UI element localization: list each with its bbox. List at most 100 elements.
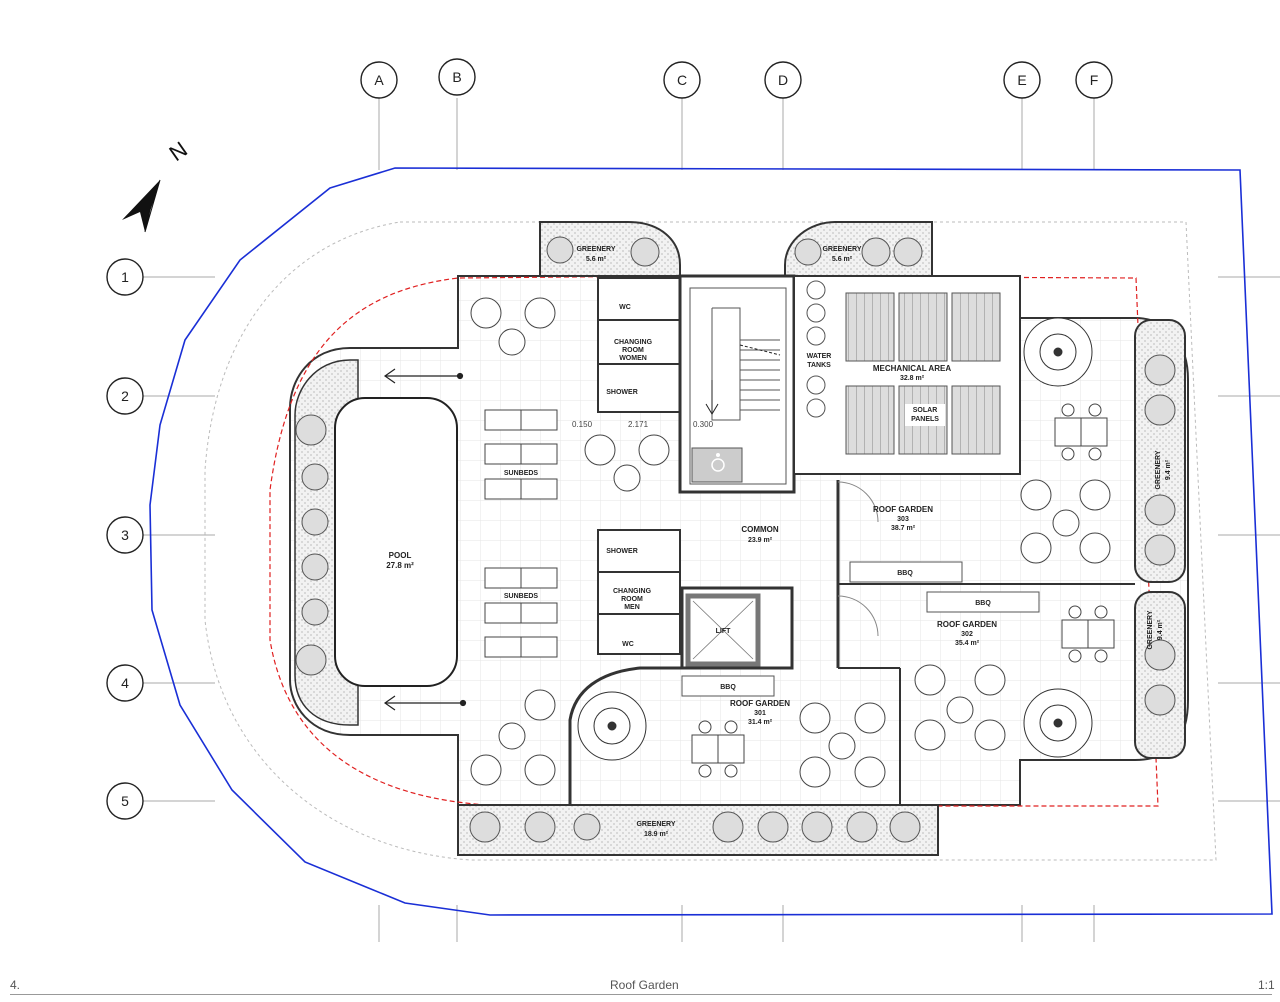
svg-text:3: 3 <box>121 527 129 543</box>
lounge-set-bottom-left <box>470 689 556 786</box>
grid-bubble-5: 5 <box>106 782 144 820</box>
svg-text:WC: WC <box>619 304 631 311</box>
lounge-set-top-left <box>470 297 556 356</box>
parasol-icon-303 <box>1023 317 1093 387</box>
grid-bubble-2: 2 <box>106 377 144 415</box>
svg-text:MEN: MEN <box>624 604 640 611</box>
dining-table-301 <box>691 720 745 778</box>
grid-bubble-1: 1 <box>106 258 144 296</box>
lounge-set-301 <box>799 702 886 788</box>
svg-text:CHANGING: CHANGING <box>613 588 652 595</box>
parasol-icon-302 <box>1023 688 1093 758</box>
common-area: COMMON 23.9 m² <box>741 480 879 668</box>
lounge-set-mid-left <box>584 434 670 492</box>
sunbeds-top: SUNBEDS <box>484 409 558 500</box>
svg-text:31.4 m²: 31.4 m² <box>748 719 773 726</box>
svg-text:POOL: POOL <box>389 551 412 560</box>
svg-text:SUNBEDS: SUNBEDS <box>504 470 539 477</box>
svg-text:4: 4 <box>121 675 129 691</box>
footer-rule <box>10 994 1272 995</box>
greenery-planter-top-left: GREENERY 5.6 m² <box>539 221 681 277</box>
svg-text:5.6 m²: 5.6 m² <box>586 256 607 263</box>
grid-bubble-f: F <box>1075 61 1113 99</box>
sunbeds-bottom: SUNBEDS <box>484 567 558 658</box>
setback-line-grey <box>204 221 1217 861</box>
svg-text:9.4 m²: 9.4 m² <box>1165 459 1172 480</box>
lounge-set-303 <box>1020 479 1111 564</box>
svg-text:A: A <box>374 72 384 88</box>
dimension-labels: 0.150 2.171 0.300 <box>572 420 714 429</box>
dining-table-302 <box>1061 605 1115 663</box>
svg-text:COMMON: COMMON <box>741 525 779 534</box>
svg-text:WATER: WATER <box>807 353 832 360</box>
grid-bubble-c: C <box>663 61 701 99</box>
roof-garden-303-label: ROOF GARDEN 303 38.7 m² <box>873 505 933 532</box>
svg-text:ROOM: ROOM <box>621 596 643 603</box>
arrow-icon-top <box>383 368 464 384</box>
svg-text:5: 5 <box>121 793 129 809</box>
stair-core <box>678 274 796 494</box>
svg-text:D: D <box>778 72 788 88</box>
svg-text:E: E <box>1017 72 1026 88</box>
footer-scale: 1:1 <box>1258 978 1275 992</box>
svg-text:301: 301 <box>754 710 766 717</box>
svg-text:303: 303 <box>897 516 909 523</box>
svg-text:C: C <box>677 72 687 88</box>
svg-text:32.8 m²: 32.8 m² <box>900 375 925 382</box>
svg-text:0.150: 0.150 <box>572 420 593 429</box>
greenery-planter-right-upper: GREENERY 9.4 m² <box>1134 319 1186 583</box>
planter-wall-301 <box>568 666 682 805</box>
arrow-icon-bottom <box>383 695 467 711</box>
svg-text:GREENERY: GREENERY <box>1155 450 1162 489</box>
svg-text:SHOWER: SHOWER <box>606 548 638 555</box>
svg-text:5.6 m²: 5.6 m² <box>832 256 853 263</box>
svg-text:ROOM: ROOM <box>622 347 644 354</box>
roof-garden-302-label: ROOF GARDEN 302 35.4 m² <box>937 620 997 647</box>
svg-text:CHANGING: CHANGING <box>614 339 653 346</box>
roof-garden-301-label: ROOF GARDEN 301 31.4 m² <box>730 699 790 726</box>
grid-bubble-4: 4 <box>106 664 144 702</box>
svg-text:GREENERY: GREENERY <box>636 821 675 828</box>
north-arrow-icon: N <box>122 137 192 233</box>
svg-text:ROOF GARDEN: ROOF GARDEN <box>937 620 997 629</box>
grid-bubble-a: A <box>360 61 398 99</box>
dining-table-303 <box>1054 403 1108 461</box>
svg-text:ROOF GARDEN: ROOF GARDEN <box>873 505 933 514</box>
svg-text:0.300: 0.300 <box>693 420 714 429</box>
mechanical-area: WATER TANKS MECHANICAL AREA 32.8 m² SOLA… <box>793 275 1021 475</box>
svg-text:2.171: 2.171 <box>628 420 649 429</box>
site-boundary <box>149 167 1273 916</box>
svg-text:GREENERY: GREENERY <box>1147 610 1154 649</box>
svg-text:BBQ: BBQ <box>897 570 913 577</box>
svg-text:27.8 m²: 27.8 m² <box>386 561 414 570</box>
bbq-counter-302: BBQ <box>926 591 1040 613</box>
svg-text:SHOWER: SHOWER <box>606 389 638 396</box>
svg-text:LIFT: LIFT <box>716 628 731 635</box>
bbq-counter-303: BBQ <box>849 561 963 583</box>
svg-text:38.7 m²: 38.7 m² <box>891 525 916 532</box>
garden-walls <box>838 318 1135 805</box>
svg-text:302: 302 <box>961 631 973 638</box>
setback-line-red <box>269 275 1159 807</box>
svg-text:F: F <box>1090 72 1099 88</box>
svg-text:N: N <box>165 137 192 167</box>
svg-text:SOLAR: SOLAR <box>913 407 938 414</box>
pool: POOL 27.8 m² <box>334 397 458 687</box>
service-rooms-top: WC CHANGING ROOM WOMEN SHOWER <box>597 277 681 413</box>
greenery-planter-bottom: GREENERY 18.9 m² <box>457 804 939 856</box>
svg-text:PANELS: PANELS <box>911 416 939 423</box>
svg-text:WC: WC <box>622 641 634 648</box>
grid-bubble-b: B <box>438 58 476 96</box>
lift-core: LIFT <box>680 586 794 670</box>
bbq-counter-301: BBQ <box>681 675 775 697</box>
greenery-planter-top-right: GREENERY 5.6 m² <box>784 221 933 277</box>
svg-text:SUNBEDS: SUNBEDS <box>504 593 539 600</box>
grid-lines <box>143 98 1280 942</box>
parasol-icon-301 <box>577 691 647 761</box>
svg-text:BBQ: BBQ <box>975 600 991 607</box>
grid-bubble-e: E <box>1003 61 1041 99</box>
svg-text:MECHANICAL AREA: MECHANICAL AREA <box>873 364 951 373</box>
svg-text:B: B <box>452 69 461 85</box>
svg-text:WOMEN: WOMEN <box>619 355 647 362</box>
